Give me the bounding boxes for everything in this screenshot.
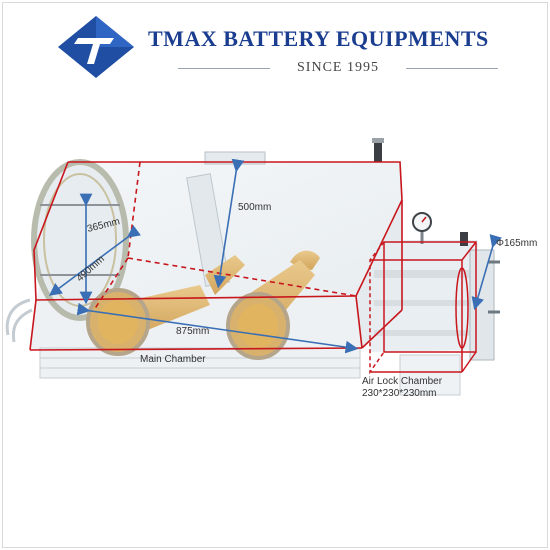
- dimension-arrows: [48, 158, 502, 354]
- brand-name: TMAX BATTERY EQUIPMENTS: [148, 26, 489, 51]
- since-text: SINCE 1995: [297, 60, 379, 75]
- label-main-width: 875mm: [176, 326, 209, 337]
- label-height: 500mm: [238, 202, 271, 213]
- arrow-height: [213, 158, 245, 289]
- since-divider-left: [178, 68, 270, 69]
- pressure-gauge-icon: [412, 212, 432, 244]
- arrow-window-width: [48, 225, 141, 296]
- airlock-chamber-outline: [369, 241, 477, 375]
- since-row: SINCE 1995: [178, 60, 498, 78]
- label-airlock-diameter: Φ165mm: [496, 238, 537, 249]
- valve-icon: [372, 138, 468, 246]
- arrow-main-width: [76, 302, 359, 354]
- label-airlock-chamber: Air Lock Chamber: [362, 376, 443, 387]
- since-divider-right: [406, 68, 498, 69]
- tmax-diamond-logo-icon: [58, 16, 134, 78]
- label-airlock-size: 230*230*230mm: [362, 388, 437, 399]
- label-main-chamber: Main Chamber: [140, 354, 206, 365]
- arrow-airlock-diameter: [471, 234, 502, 311]
